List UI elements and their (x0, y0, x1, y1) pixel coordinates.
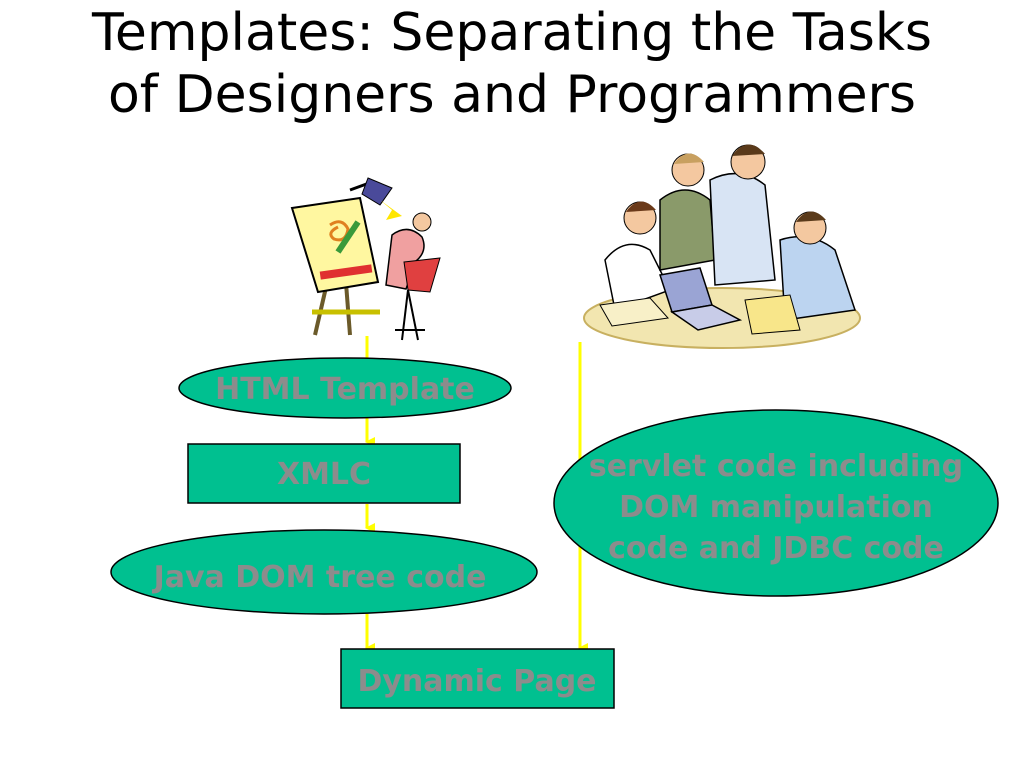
node-servlet-line-2: DOM manipulation (619, 490, 933, 525)
node-dynamic-page-label: Dynamic Page (357, 664, 596, 699)
programmers-clipart (583, 144, 861, 349)
node-dynamic-page: Dynamic Page (340, 648, 615, 709)
slide-title: Templates: Separating the Tasks of Desig… (0, 2, 1024, 126)
node-servlet-code: servlet code including DOM manipulation … (553, 409, 999, 597)
title-line-1: Templates: Separating the Tasks (91, 3, 933, 63)
node-servlet-line-1: servlet code including (589, 449, 963, 484)
node-servlet-line-3: code and JDBC code (608, 531, 944, 566)
node-java-dom: Java DOM tree code (110, 529, 538, 615)
node-xmlc-label: XMLC (277, 457, 371, 492)
node-xmlc: XMLC (187, 443, 461, 504)
node-html-template: HTML Template (178, 357, 512, 419)
node-java-dom-label: Java DOM tree code (152, 560, 487, 595)
title-line-2: of Designers and Programmers (107, 65, 917, 125)
node-html-template-label: HTML Template (215, 372, 475, 407)
designer-clipart (290, 177, 441, 341)
